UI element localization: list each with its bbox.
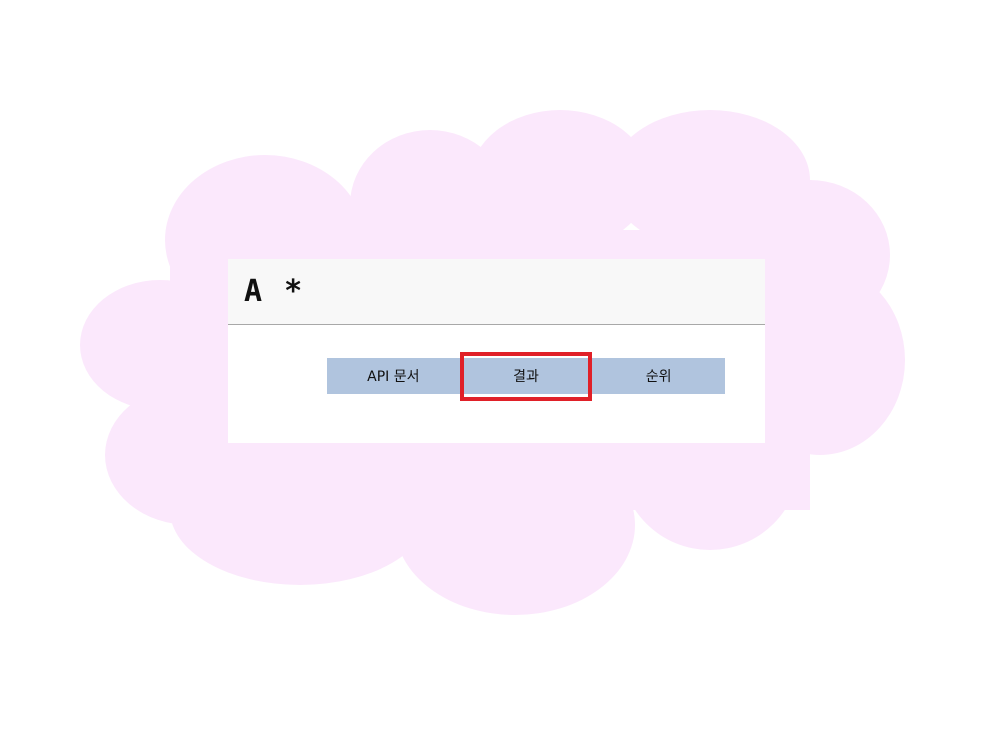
page-title: A *	[244, 274, 305, 309]
nav-item-ranking[interactable]: 순위	[645, 369, 672, 385]
nav-item-results[interactable]: 결과	[459, 352, 593, 401]
card-header: A *	[228, 259, 765, 325]
nav-bar: API 문서 결과 순위	[327, 352, 725, 401]
main-card: A * API 문서 결과 순위	[228, 259, 765, 443]
nav-item-api-docs[interactable]: API 문서	[367, 369, 420, 385]
